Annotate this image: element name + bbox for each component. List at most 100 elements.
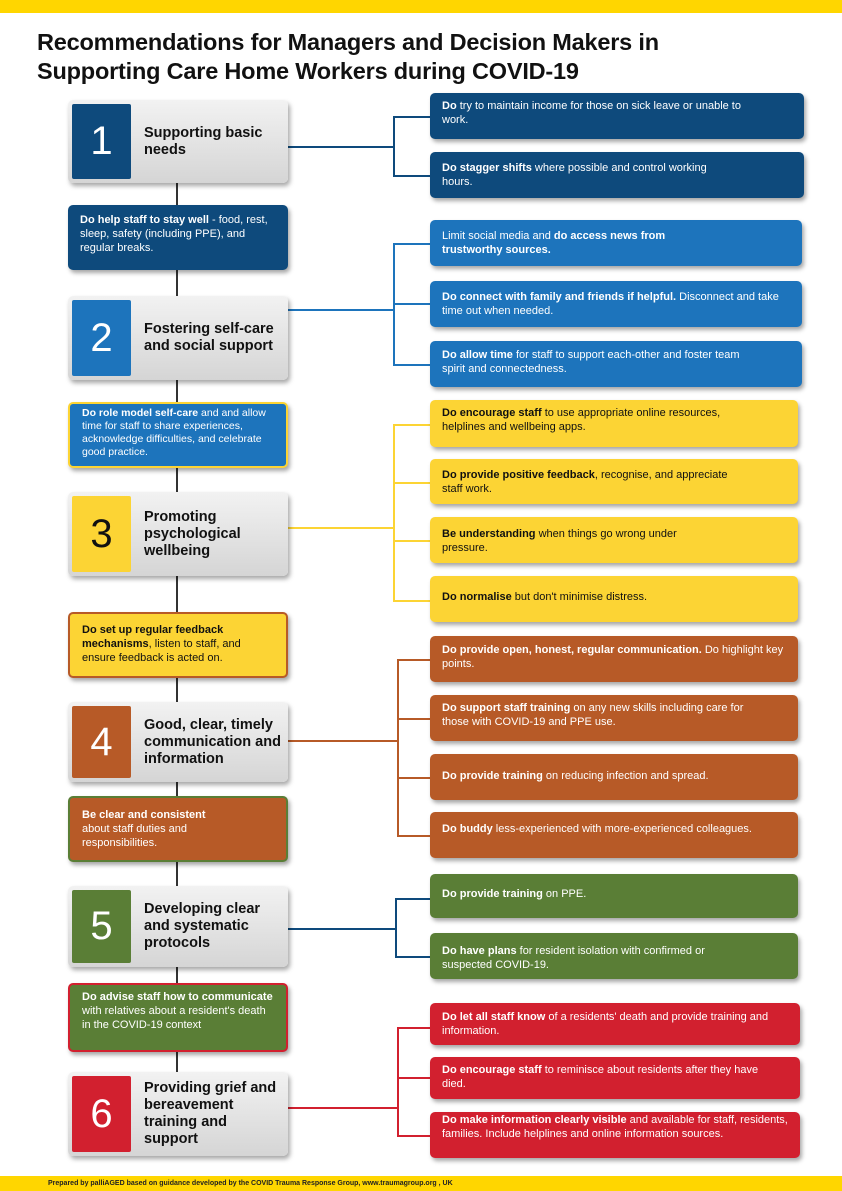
- mid-card-3: Do set up regular feedback mechanisms, l…: [68, 612, 288, 678]
- connector: [288, 309, 393, 311]
- card-text: of a residents' death and provide traini…: [442, 1011, 769, 1037]
- right-card-12: Do provide training on reducing infectio…: [430, 754, 798, 800]
- right-card-10: Do provide open, honest, regular communi…: [430, 636, 798, 682]
- card-bold-text: Do have plans: [442, 945, 517, 957]
- card-text: , recognise, and appreciate staff work.: [442, 469, 728, 495]
- step-label: Developing clear and systematic protocol…: [144, 901, 261, 951]
- card-text: Limit social media and: [442, 230, 554, 242]
- step-number: 1: [72, 104, 131, 179]
- card-bold-text: Do make information clearly visible: [442, 1114, 627, 1126]
- card-text: Do highlight key points.: [442, 644, 784, 670]
- right-card-4: Do connect with family and friends if he…: [430, 281, 802, 327]
- mid-card-2: Do role model self-care and and allow ti…: [68, 402, 288, 468]
- step-2-box: 2 Fostering self-care and social support: [68, 296, 288, 380]
- connector: [288, 740, 397, 742]
- card-bold-text: Do connect with family and friends if he…: [442, 291, 677, 303]
- connector: [397, 777, 430, 779]
- step-number: 3: [72, 496, 131, 572]
- card-text: to reminisce about residents after they …: [442, 1064, 759, 1090]
- mid-card-1: Do help staff to stay well - food, rest,…: [68, 205, 288, 270]
- card-bold-text: Do provide positive feedback: [442, 469, 595, 481]
- connector: [395, 898, 430, 900]
- connector: [397, 1027, 430, 1029]
- card-text: about staff duties and responsibilities.: [82, 823, 187, 849]
- right-card-14: Do provide training on PPE.: [430, 874, 798, 918]
- connector: [393, 303, 430, 305]
- spine-line: [176, 576, 178, 612]
- card-text: try to maintain income for those on sick…: [442, 100, 741, 126]
- footer-credit: Prepared by palliAGED based on guidance …: [0, 1176, 842, 1191]
- card-bold-text: Do encourage staff: [442, 407, 542, 419]
- connector: [393, 175, 430, 177]
- connector: [393, 116, 430, 118]
- right-card-8: Be understanding when things go wrong un…: [430, 517, 798, 563]
- card-text: for staff to support each-other and fost…: [442, 349, 740, 375]
- spine-line: [176, 967, 178, 983]
- connector: [397, 1027, 399, 1137]
- spine-line: [176, 270, 178, 296]
- mid-card-5: Do advise staff how to communicate with …: [68, 983, 288, 1052]
- connector: [397, 659, 399, 837]
- spine-line: [176, 468, 178, 492]
- card-bold-text: Do buddy: [442, 823, 493, 835]
- right-card-1: Do try to maintain income for those on s…: [430, 93, 804, 139]
- card-bold-text: Do stagger shifts: [442, 162, 532, 174]
- step-label: Promoting psychological wellbeing: [144, 508, 241, 559]
- right-card-3: Limit social media and do access news fr…: [430, 220, 802, 266]
- card-bold-text: Do provide training: [442, 770, 543, 782]
- page-title: Recommendations for Managers and Decisio…: [37, 28, 817, 86]
- step-1-box: 1 Supporting basic needs: [68, 100, 288, 183]
- connector: [288, 146, 393, 148]
- connector: [397, 835, 430, 837]
- right-card-17: Do encourage staff to reminisce about re…: [430, 1057, 800, 1099]
- card-text: when things go wrong under pressure.: [442, 528, 677, 554]
- card-bold-text: Do normalise: [442, 591, 512, 603]
- right-card-2: Do stagger shifts where possible and con…: [430, 152, 804, 198]
- step-label: Supporting basic needs: [144, 124, 263, 158]
- connector: [397, 1077, 430, 1079]
- right-card-13: Do buddy less-experienced with more-expe…: [430, 812, 798, 858]
- connector: [393, 600, 430, 602]
- spine-line: [176, 1052, 178, 1072]
- card-bold-text: Do set up regular feedback mechanisms: [82, 624, 224, 650]
- connector: [393, 540, 430, 542]
- step-label: Good, clear, timely communication and in…: [144, 716, 281, 767]
- card-text: less-experienced with more-experienced c…: [492, 823, 752, 835]
- spine-line: [176, 678, 178, 702]
- step-number: 4: [72, 706, 131, 778]
- connector: [397, 1135, 430, 1137]
- card-bold-text: Do support staff training: [442, 702, 571, 714]
- card-text: , listen to staff, and ensure feedback i…: [82, 638, 241, 664]
- card-text: but don't minimise distress.: [511, 591, 648, 603]
- card-bold-text: Do provide training: [442, 888, 543, 900]
- right-card-15: Do have plans for resident isolation wit…: [430, 933, 798, 979]
- title-line-1: Recommendations for Managers and Decisio…: [37, 29, 659, 55]
- card-text: to use appropriate online resources, hel…: [442, 407, 721, 433]
- spine-line: [176, 380, 178, 402]
- card-text: on any new skills including care for tho…: [442, 702, 744, 728]
- step-5-box: 5 Developing clear and systematic protoc…: [68, 886, 288, 967]
- step-3-box: 3 Promoting psychological wellbeing: [68, 492, 288, 576]
- card-bold-text: Do advise staff how to communicate: [82, 991, 273, 1003]
- card-bold-text: Be understanding: [442, 528, 536, 540]
- connector: [393, 243, 430, 245]
- mid-card-4: Be clear and consistent about staff duti…: [68, 796, 288, 862]
- card-text: for resident isolation with confirmed or…: [442, 945, 705, 971]
- connector: [397, 659, 430, 661]
- connector: [393, 424, 395, 602]
- card-text: and available for staff, residents, fami…: [442, 1114, 788, 1140]
- connector: [397, 718, 430, 720]
- spine-line: [176, 862, 178, 886]
- connector: [393, 424, 430, 426]
- right-card-11: Do support staff training on any new ski…: [430, 695, 798, 741]
- card-text: and and allow time for staff to share ex…: [82, 407, 266, 458]
- step-4-box: 4 Good, clear, timely communication and …: [68, 702, 288, 782]
- connector: [393, 364, 430, 366]
- top-accent-bar: [0, 0, 842, 13]
- card-text: - food, rest, sleep, safety (including P…: [80, 214, 268, 254]
- card-bold-text: Be clear and consistent: [82, 809, 206, 821]
- right-card-18: Do make information clearly visible and …: [430, 1112, 800, 1158]
- right-card-5: Do allow time for staff to support each-…: [430, 341, 802, 387]
- right-card-6: Do encourage staff to use appropriate on…: [430, 400, 798, 447]
- connector: [393, 116, 395, 176]
